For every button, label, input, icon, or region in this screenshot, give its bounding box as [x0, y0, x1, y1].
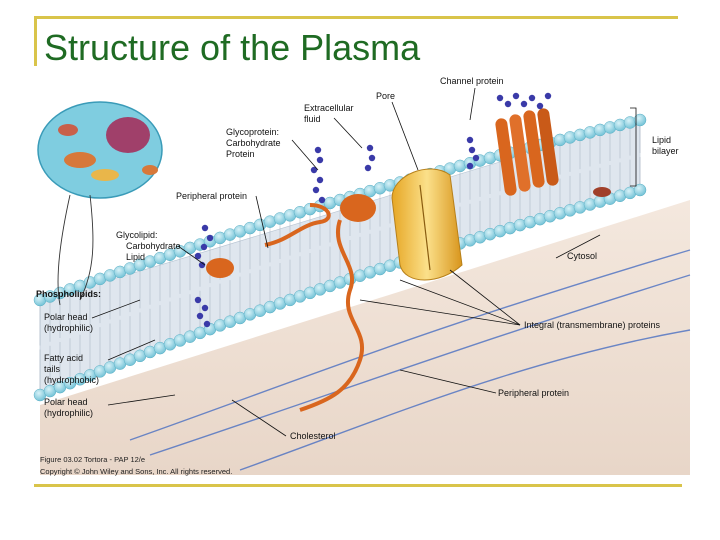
slide-title: Structure of the Plasma — [44, 27, 421, 68]
cell-inset-icon — [37, 101, 163, 306]
carbohydrate-bead — [200, 243, 208, 251]
carbohydrate-bead — [198, 261, 206, 269]
peripheral-coil — [264, 203, 331, 247]
label-glycoprotein-3: Protein — [226, 149, 255, 159]
polar-head — [633, 113, 647, 127]
peripheral-protein-top-shape — [299, 194, 376, 412]
channel-protein-shape — [495, 108, 559, 196]
label-glycoprotein-1: Glycoprotein: — [226, 127, 279, 137]
label-pore: Pore — [376, 91, 395, 101]
label-fatty-acid-1: Fatty acid — [44, 353, 83, 363]
lipid-bilayer-bracket — [630, 107, 637, 187]
carbohydrate-bead — [472, 154, 480, 162]
label-glycolipid-3: Lipid — [126, 252, 145, 262]
label-cytosol: Cytosol — [567, 251, 597, 261]
slide-frame-bottom — [34, 484, 682, 487]
carbohydrate-bead — [504, 100, 512, 108]
carbohydrate-bead — [206, 234, 214, 242]
slide-frame-left — [34, 16, 37, 66]
label-integral-proteins: Integral (transmembrane) proteins — [524, 320, 661, 330]
carbohydrate-bead — [194, 296, 202, 304]
carbohydrate-bead — [520, 100, 528, 108]
carbohydrate-bead — [544, 92, 552, 100]
carbohydrate-bead — [528, 94, 536, 102]
label-glycolipid-2: Carbohydrate — [126, 241, 181, 251]
carbohydrate-bead — [466, 162, 474, 170]
label-extracellular-fluid-2: fluid — [304, 114, 321, 124]
carbohydrate-bead — [368, 154, 376, 162]
label-glycoprotein-2: Carbohydrate — [226, 138, 281, 148]
carbohydrate-bead — [316, 156, 324, 164]
label-extracellular-fluid-1: Extracellular — [304, 103, 354, 113]
label-fatty-acid-2: tails — [44, 364, 61, 374]
carbohydrate-bead — [468, 146, 476, 154]
carbohydrate-bead — [318, 196, 326, 204]
carbohydrate-bead — [316, 176, 324, 184]
figure-caption-line2: Copyright © John Wiley and Sons, Inc. Al… — [40, 467, 232, 476]
label-phospholipids: Phospholipids: — [36, 289, 101, 299]
glycolipid-blob — [206, 258, 234, 278]
carbohydrate-bead — [312, 186, 320, 194]
carbohydrate-bead — [496, 94, 504, 102]
carbohydrate-bead — [194, 252, 202, 260]
label-cholesterol: Cholesterol — [290, 431, 336, 441]
figure-caption-line1: Figure 03.02 Tortora - PAP 12/e — [40, 455, 145, 464]
carbohydrate-bead — [466, 136, 474, 144]
cytosol-particle — [593, 187, 611, 197]
carbohydrate-bead — [196, 312, 204, 320]
label-polar-head-top-2: (hydrophilic) — [44, 323, 93, 333]
carbohydrate-bead — [364, 164, 372, 172]
carbohydrate-bead — [512, 92, 520, 100]
label-lipid-bilayer-2: bilayer — [652, 146, 679, 156]
carbohydrate-bead — [201, 304, 209, 312]
pore-channel-protein — [391, 168, 463, 281]
leader-lines — [91, 87, 601, 437]
label-lipid-bilayer-1: Lipid — [652, 135, 671, 145]
label-peripheral-protein-top: Peripheral protein — [176, 191, 247, 201]
label-fatty-acid-3: (hydrophobic) — [44, 375, 99, 385]
polar-head — [633, 183, 647, 197]
label-channel-protein: Channel protein — [440, 76, 504, 86]
carbohydrate-bead — [201, 224, 209, 232]
carbohydrate-bead — [366, 144, 374, 152]
label-polar-head-bottom-2: (hydrophilic) — [44, 408, 93, 418]
carbohydrate-bead — [310, 166, 318, 174]
label-peripheral-protein-bottom: Peripheral protein — [498, 388, 569, 398]
carbohydrate-bead — [536, 102, 544, 110]
label-polar-head-top-1: Polar head — [44, 312, 88, 322]
carbohydrate-bead — [203, 320, 211, 328]
slide-frame-top — [34, 16, 678, 19]
label-glycolipid-1: Glycolipid: — [116, 230, 158, 240]
cytoskeleton-fibers — [129, 249, 691, 471]
label-polar-head-bottom-1: Polar head — [44, 397, 88, 407]
carbohydrate-bead — [314, 146, 322, 154]
cytosol-region — [40, 200, 690, 475]
carbohydrate-chains — [194, 92, 552, 328]
